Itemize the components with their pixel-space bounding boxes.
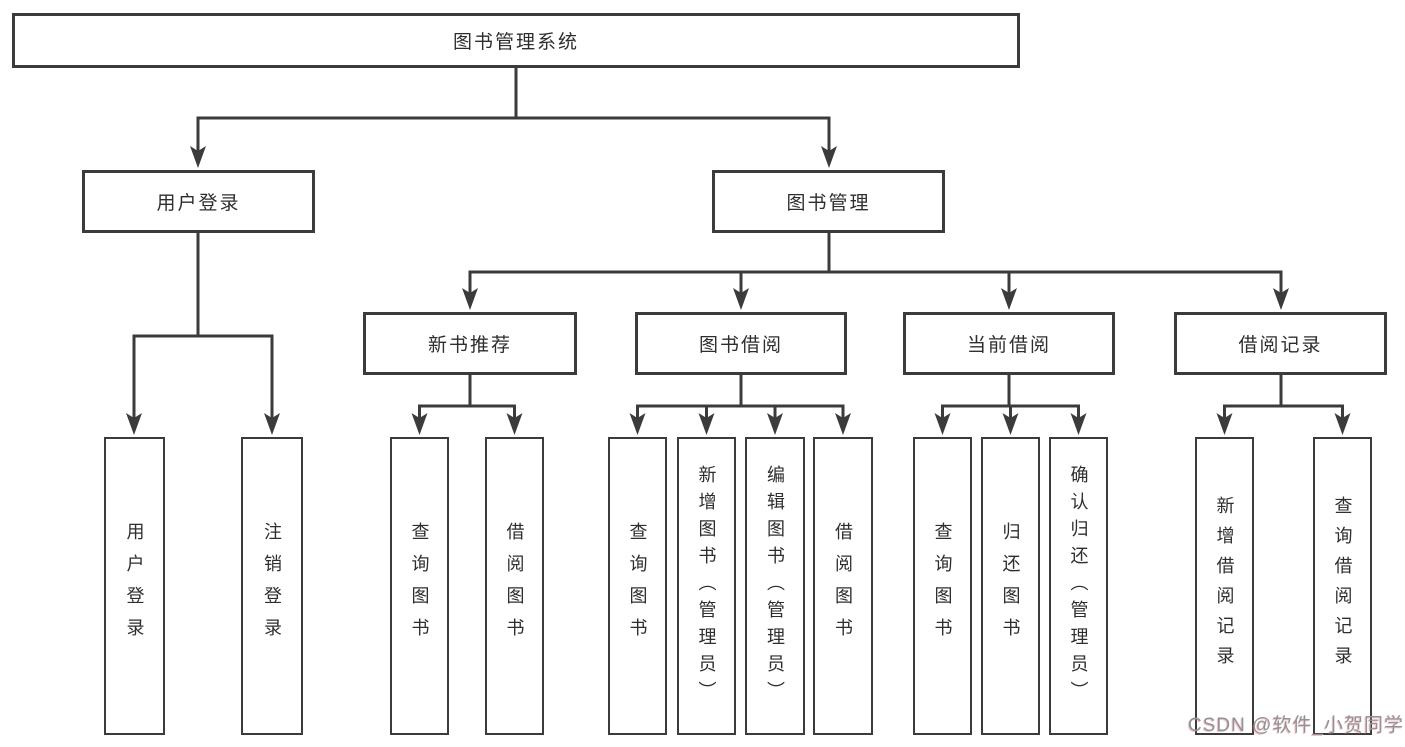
leaf-recommend-borrow-books: 借阅图书 xyxy=(485,437,544,735)
node-user-login: 用户登录 xyxy=(82,170,315,233)
leaf-user-login-label: 用户登录 xyxy=(124,522,145,650)
node-borrow-records: 借阅记录 xyxy=(1174,312,1387,375)
leaf-recommend-query-books: 查询图书 xyxy=(390,437,449,735)
leaf-return-books: 归还图书 xyxy=(981,437,1040,735)
arrowheads xyxy=(126,146,1351,435)
leaf-return-books-label: 归还图书 xyxy=(1000,522,1021,650)
node-root-library-system: 图书管理系统 xyxy=(12,13,1020,68)
node-borrow-records-label: 借阅记录 xyxy=(1238,335,1323,356)
leaf-query-borrow-record-label: 查询借阅记录 xyxy=(1332,496,1353,676)
node-current-borrow-label: 当前借阅 xyxy=(966,335,1051,356)
csdn-watermark: CSDN @软件_小贺同学 xyxy=(1188,715,1404,736)
leaf-confirm-return-admin-label: 确认归还（管理员） xyxy=(1068,464,1089,708)
leaf-current-query-books: 查询图书 xyxy=(913,437,972,735)
leaf-logout-label: 注销登录 xyxy=(262,522,282,650)
leaf-current-query-books-label: 查询图书 xyxy=(932,522,953,650)
node-user-login-label: 用户登录 xyxy=(156,193,241,214)
leaf-logout: 注销登录 xyxy=(241,437,303,735)
node-book-borrow-label: 图书借阅 xyxy=(698,335,783,356)
leaf-add-borrow-record: 新增借阅记录 xyxy=(1195,437,1254,735)
leaf-query-borrow-record: 查询借阅记录 xyxy=(1313,437,1372,735)
node-new-book-recommend: 新书推荐 xyxy=(363,312,577,375)
node-root-label: 图书管理系统 xyxy=(452,32,579,53)
leaf-add-borrow-record-label: 新增借阅记录 xyxy=(1214,496,1235,676)
leaf-borrow-books-label: 借阅图书 xyxy=(833,522,853,650)
leaf-add-books-admin-label: 新增图书（管理员） xyxy=(696,464,717,708)
node-book-management-label: 图书管理 xyxy=(786,193,871,214)
node-book-management: 图书管理 xyxy=(712,170,945,233)
leaf-confirm-return-admin: 确认归还（管理员） xyxy=(1049,437,1108,735)
leaf-borrow-books: 借阅图书 xyxy=(813,437,873,735)
leaf-borrow-query-books: 查询图书 xyxy=(608,437,667,735)
leaf-recommend-borrow-books-label: 借阅图书 xyxy=(504,522,525,650)
connector-segments xyxy=(132,68,1344,419)
leaf-edit-books-admin: 编辑图书（管理员） xyxy=(745,437,805,735)
leaf-add-books-admin: 新增图书（管理员） xyxy=(677,437,736,735)
leaf-edit-books-admin-label: 编辑图书（管理员） xyxy=(765,464,785,708)
leaf-recommend-query-books-label: 查询图书 xyxy=(409,522,430,650)
leaf-user-login: 用户登录 xyxy=(104,437,165,735)
node-current-borrow: 当前借阅 xyxy=(903,312,1115,375)
node-new-book-recommend-label: 新书推荐 xyxy=(427,335,512,356)
node-book-borrow: 图书借阅 xyxy=(635,312,847,375)
leaf-borrow-query-books-label: 查询图书 xyxy=(627,522,648,650)
